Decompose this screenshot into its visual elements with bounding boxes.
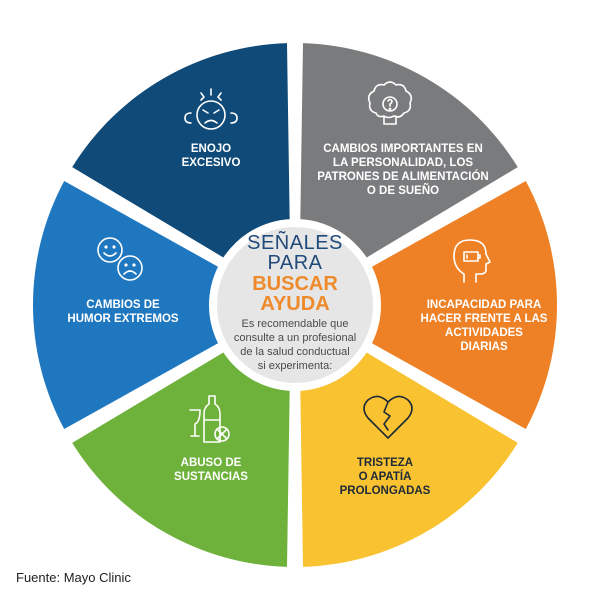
center-accent-line2: AYUDA [260,293,329,315]
center-body-line1: Es recomendable que [241,318,348,330]
bottle-glass-no-icon [189,395,230,443]
label-line: EXCESIVO [182,157,241,169]
segment-excessive-anger [72,43,290,258]
center-title-line1: SEÑALES [247,230,343,254]
segment-personality-changes [300,43,518,258]
label-line: LA PERSONALIDAD, LOS [333,157,473,169]
source-caption: Fuente: Mayo Clinic [16,570,131,585]
angry-face-icon [184,88,238,130]
label-line: CAMBIOS IMPORTANTES EN [323,143,483,155]
label-line: DIARIAS [460,341,508,353]
label-line: O APATÍA [359,470,412,483]
segment-prolonged-sadness [300,352,518,567]
label-mood-swings: CAMBIOS DE HUMOR EXTREMOS [67,299,179,325]
label-line: PROLONGADAS [340,485,431,497]
label-line: HACER FRENTE A LAS [421,313,548,325]
center-body-line4: si experimenta: [258,360,333,372]
center-circle [217,227,373,383]
segment-substance-abuse [72,352,290,567]
segment-mood-swings [32,180,218,430]
label-line: PATRONES DE ALIMENTACIÓN [317,170,488,183]
center-title-line2: PARA [268,252,323,274]
head-low-battery-icon [453,239,491,283]
label-unable-to-cope: INCAPACIDAD PARA HACER FRENTE A LAS ACTI… [421,299,548,353]
label-line: ENOJO [191,143,231,155]
happy-sad-faces-icon [97,237,143,281]
label-line: ACTIVIDADES [445,327,523,339]
label-personality-changes: CAMBIOS IMPORTANTES EN LA PERSONALIDAD, … [317,143,488,197]
label-substance-abuse: ABUSO DE SUSTANCIAS [174,457,248,483]
label-line: SUSTANCIAS [174,471,248,483]
center-body-line3: de la salud conductual [240,346,349,358]
segment-unable-to-cope [372,180,558,430]
label-line: CAMBIOS DE [86,299,160,311]
brain-question-icon [367,81,413,125]
label-line: TRISTEZA [357,457,413,469]
label-excessive-anger: ENOJO EXCESIVO [182,143,241,169]
center-body-line2: consulte a un profesional [234,332,356,344]
label-line: INCAPACIDAD PARA [427,299,542,311]
label-line: O DE SUEÑO [367,184,439,197]
label-line: ABUSO DE [181,457,242,469]
label-line: HUMOR EXTREMOS [67,313,179,325]
label-prolonged-sadness: TRISTEZA O APATÍA PROLONGADAS [340,457,431,497]
center-accent-line1: BUSCAR [252,273,338,295]
broken-heart-icon [363,395,413,439]
